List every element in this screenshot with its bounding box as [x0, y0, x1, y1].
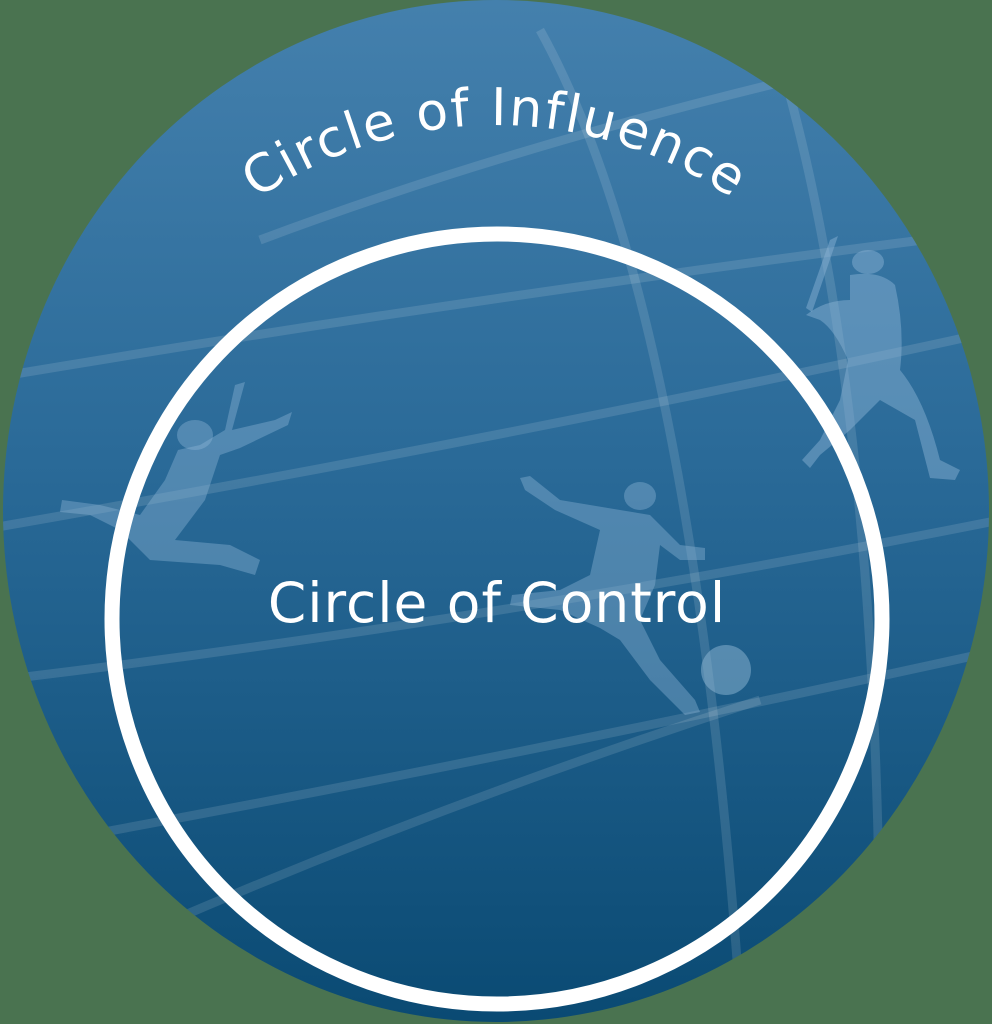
outer-circle-influence — [3, 0, 989, 1022]
soccer-player-kicking-silhouette — [510, 476, 705, 715]
circle-of-control-label: Circle of Control — [268, 571, 726, 635]
inner-circle-control — [104, 226, 890, 1012]
baseball-batter-silhouette — [802, 236, 960, 480]
soccer-ball — [701, 645, 751, 695]
